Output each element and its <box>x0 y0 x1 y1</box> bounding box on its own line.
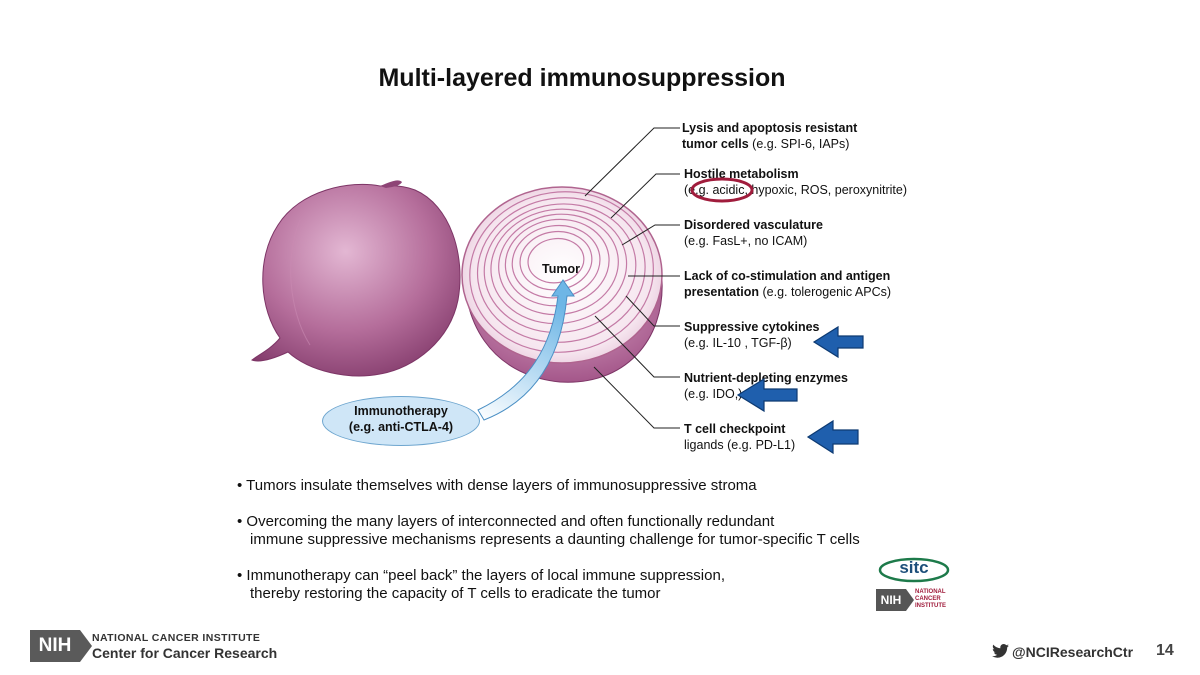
halved-onion <box>461 186 663 383</box>
nih-nci-logo: NIH NATIONAL CANCER INSTITUTE <box>876 589 956 613</box>
layer-label-enzymes: Nutrient-depleting enzymes (e.g. IDO,) <box>684 371 848 401</box>
bullet-1: • Tumors insulate themselves with dense … <box>237 477 757 494</box>
bullet-3: • Immunotherapy can “peel back” the laye… <box>237 567 725 602</box>
whole-onion <box>251 180 461 377</box>
layer-label-metabolism: Hostile metabolism (e.g. acidic, hypoxic… <box>684 167 907 197</box>
layer-label-cytokines: Suppressive cytokines (e.g. IL-10 , TGF-… <box>684 320 820 350</box>
arrow-left-icon <box>812 325 864 359</box>
tumor-label: Tumor <box>542 262 580 276</box>
onion-illustration <box>251 180 663 383</box>
slide-title: Multi-layered immunosuppression <box>378 64 786 92</box>
footer-institute: NATIONAL CANCER INSTITUTE <box>92 632 261 644</box>
bullet-2: • Overcoming the many layers of intercon… <box>237 513 860 548</box>
nih-footer-logo: NIH <box>30 630 92 662</box>
layer-label-vasculature: Disordered vasculature (e.g. FasL+, no I… <box>684 218 823 248</box>
layer-label-checkpoint: T cell checkpoint ligands (e.g. PD-L1) <box>684 422 796 452</box>
twitter-bird-icon <box>992 644 1009 658</box>
immunotherapy-ellipse <box>322 396 480 446</box>
arrow-left-icon <box>806 419 859 455</box>
footer-center: Center for Cancer Research <box>92 645 278 661</box>
sitc-logo: sitc <box>876 554 952 584</box>
layer-label-lysis: Lysis and apoptosis resistant tumor cell… <box>682 121 858 151</box>
page-number: 14 <box>1156 642 1174 659</box>
immunotherapy-label: Immunotherapy (e.g. anti-CTLA-4) <box>348 404 454 434</box>
twitter-handle[interactable]: @NCIResearchCtr <box>1012 644 1134 660</box>
arrow-left-icon <box>736 377 798 413</box>
layer-label-costimulation: Lack of co-stimulation and antigen prese… <box>684 269 892 299</box>
